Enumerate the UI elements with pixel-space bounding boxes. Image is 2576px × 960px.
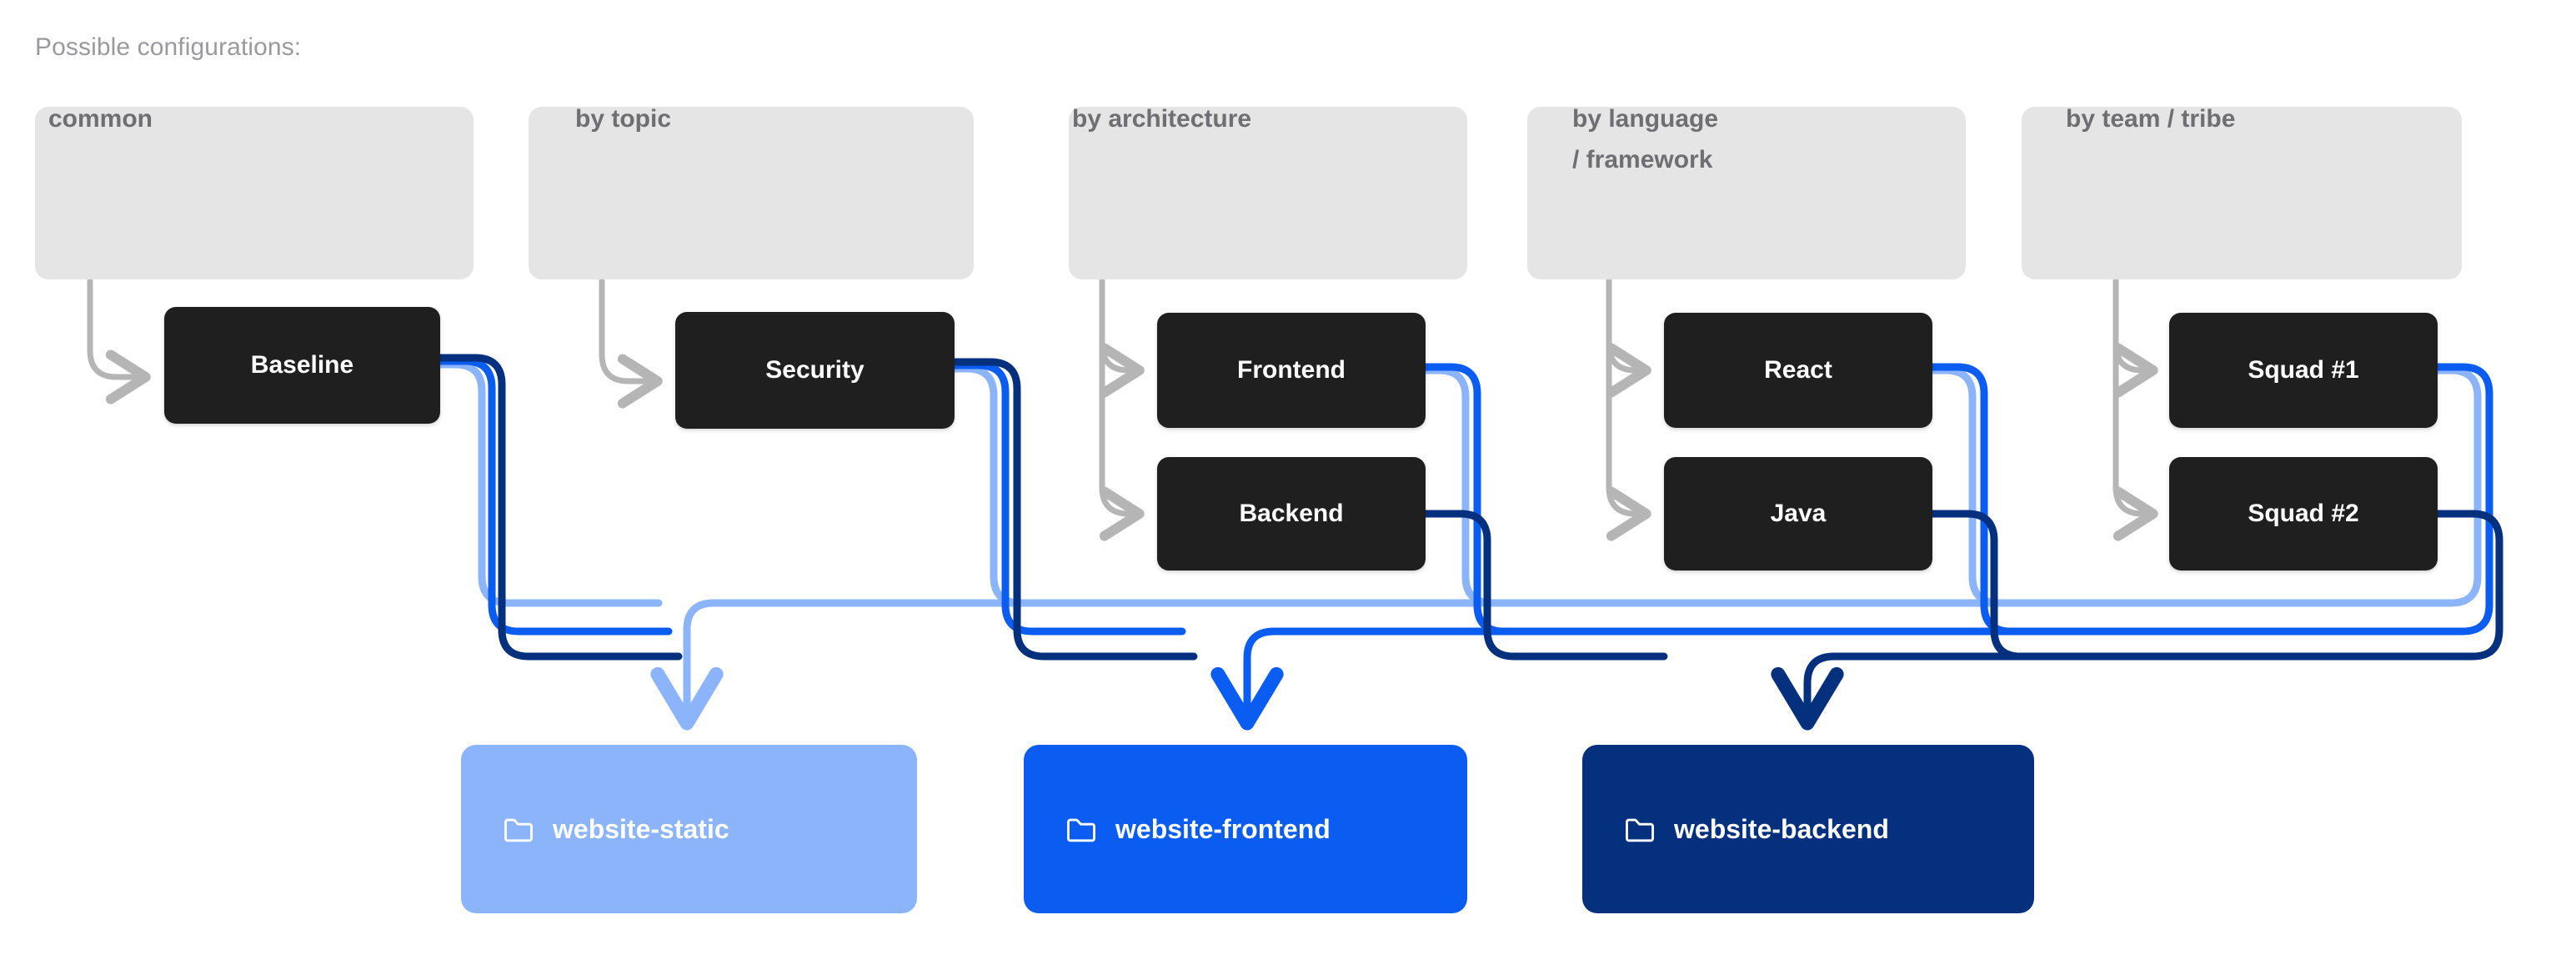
node-backend[interactable]: Backend — [1157, 457, 1426, 570]
connector-arch-backend — [1099, 278, 1145, 541]
node-label-baseline: Baseline — [250, 351, 354, 379]
node-label-java: Java — [1770, 500, 1827, 527]
wire-frontend-arrow — [1210, 627, 1284, 731]
wire-static-arrow — [650, 599, 724, 731]
node-label-frontend: Frontend — [1237, 356, 1346, 384]
wire-java-backend — [1928, 510, 2175, 661]
node-baseline[interactable]: Baseline — [164, 307, 440, 424]
wire-baseline-frontend — [436, 357, 673, 636]
wire-backend-arrow — [1771, 652, 1844, 731]
connector-arch-frontend — [1099, 278, 1145, 398]
node-label-security: Security — [765, 356, 865, 384]
category-label-by-team: by team / tribe — [2066, 105, 2236, 133]
target-label-website-frontend: website-frontend — [1115, 813, 1331, 844]
wire-baseline-static — [436, 360, 663, 607]
folder-icon — [1065, 816, 1097, 842]
connector-common-baseline — [87, 278, 151, 405]
node-security[interactable]: Security — [675, 312, 955, 429]
category-label-common: common — [48, 105, 153, 133]
node-frontend[interactable]: Frontend — [1157, 313, 1426, 428]
wire-frontend-static — [1421, 366, 1646, 607]
category-box-by-architecture[interactable] — [1069, 107, 1467, 279]
wire-security-frontend — [950, 361, 1186, 636]
target-website-static[interactable]: website-static — [461, 745, 917, 913]
category-box-by-language[interactable] — [1527, 107, 1966, 279]
connector-team-squad2 — [2112, 278, 2158, 541]
node-squad-2[interactable]: Squad #2 — [2169, 457, 2438, 570]
category-label-by-topic: by topic — [575, 105, 672, 133]
node-react[interactable]: React — [1664, 313, 1932, 428]
category-box-by-topic[interactable] — [529, 107, 974, 279]
target-label-website-static: website-static — [553, 813, 729, 844]
page-caption: Possible configurations: — [35, 33, 302, 61]
folder-icon — [1624, 816, 1656, 842]
target-label-website-backend: website-backend — [1674, 813, 1889, 844]
category-box-common[interactable] — [35, 107, 474, 279]
node-label-backend: Backend — [1239, 500, 1344, 527]
node-squad-1[interactable]: Squad #1 — [2169, 313, 2438, 428]
node-label-squad-2: Squad #2 — [2248, 500, 2359, 527]
wire-security-static — [950, 364, 1175, 607]
node-java[interactable]: Java — [1664, 457, 1932, 570]
target-website-frontend[interactable]: website-frontend — [1024, 745, 1467, 913]
connector-lang-react — [1606, 278, 1651, 398]
category-label-by-language: by language / framework — [1572, 105, 1719, 173]
wire-baseline-backend — [436, 354, 683, 661]
connector-topic-security — [599, 278, 663, 409]
connector-team-squad1 — [2112, 278, 2158, 398]
target-website-backend[interactable]: website-backend — [1582, 745, 2034, 913]
wire-backend-backend — [1421, 510, 1668, 661]
wire-react-frontend — [1928, 363, 2165, 636]
connector-lang-java — [1606, 278, 1651, 541]
category-label-by-architecture: by architecture — [1072, 105, 1252, 133]
wire-frontend-frontend — [1421, 363, 1658, 636]
folder-icon — [503, 816, 534, 842]
node-label-react: React — [1764, 356, 1832, 384]
wire-react-static — [1928, 366, 2153, 607]
category-box-by-team[interactable] — [2022, 107, 2462, 279]
node-label-squad-1: Squad #1 — [2248, 356, 2359, 384]
